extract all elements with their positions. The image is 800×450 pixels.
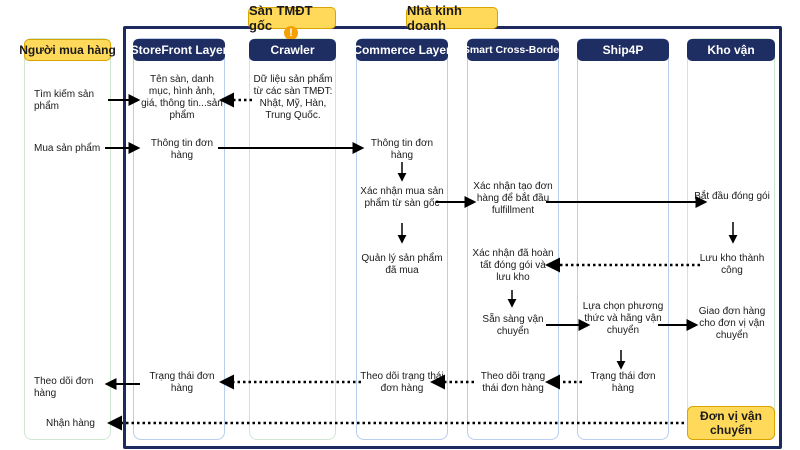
lane-ship4p bbox=[577, 38, 669, 440]
header-kho: Kho vận bbox=[687, 39, 775, 61]
step-kho-handover: Giao đơn hàng cho đơn vị vận chuyển bbox=[698, 306, 766, 341]
step-scb-create: Xác nhận tạo đơn hàng để bắt đầu fulfill… bbox=[473, 181, 553, 216]
lane-smart bbox=[467, 38, 559, 440]
step-cl-manage: Quản lý sản phẩm đã mua bbox=[361, 253, 443, 276]
step-kho-pack: Bắt đầu đóng gói bbox=[694, 191, 770, 202]
header-crawler: Crawler bbox=[249, 39, 336, 61]
carrier-box: Đơn vị vận chuyển bbox=[687, 406, 775, 440]
lane-storefront bbox=[133, 38, 225, 440]
lane-buyer bbox=[24, 38, 111, 440]
step-scb-packed: Xác nhận đã hoàn tất đóng gói và lưu kho bbox=[472, 248, 554, 283]
step-crawler-data: Dữ liệu sản phẩm từ các sàn TMĐT: Nhật, … bbox=[253, 74, 333, 121]
lane-kho bbox=[687, 38, 775, 440]
step-scb-ready: Sẵn sàng vận chuyển bbox=[482, 314, 544, 337]
step-sf-status: Trạng thái đơn hàng bbox=[149, 371, 215, 394]
step-s4p-choose: Lựa chọn phương thức và hãng vận chuyển bbox=[582, 301, 664, 336]
step-s4p-status: Trạng thái đơn hàng bbox=[590, 371, 656, 394]
step-scb-track: Theo dõi trạng thái đơn hàng bbox=[480, 371, 546, 394]
step-cl-confirm: Xác nhận mua sản phẩm từ sàn gốc bbox=[360, 186, 444, 209]
header-commerce: Commerce Layer bbox=[353, 39, 451, 61]
business-tag: Nhà kinh doanh bbox=[406, 3, 498, 33]
step-buyer-receive: Nhận hàng bbox=[46, 418, 95, 429]
step-cl-order-info: Thông tin đơn hàng bbox=[370, 138, 434, 161]
step-buyer-buy: Mua sản phẩm bbox=[34, 143, 101, 154]
step-buyer-track: Theo dõi đơn hàng bbox=[34, 376, 94, 399]
header-smart: Smart Cross-Border bbox=[463, 39, 563, 61]
step-kho-store: Lưu kho thành công bbox=[699, 253, 765, 276]
alert-icon: ! bbox=[284, 26, 298, 40]
step-sf-catalog: Tên sàn, danh mục, hình ảnh, giá, thông … bbox=[141, 74, 223, 121]
lane-commerce bbox=[356, 38, 448, 440]
step-buyer-search: Tìm kiếm sản phẩm bbox=[34, 89, 95, 112]
marketplace-tag: Sàn TMĐT gốc bbox=[248, 3, 336, 33]
header-buyer: Người mua hàng bbox=[19, 39, 116, 61]
header-ship4p: Ship4P bbox=[577, 39, 669, 61]
step-sf-order-info: Thông tin đơn hàng bbox=[150, 138, 214, 161]
step-cl-track: Theo dõi trạng thái đơn hàng bbox=[360, 371, 444, 394]
header-storefront: StoreFront Layer bbox=[131, 39, 227, 61]
